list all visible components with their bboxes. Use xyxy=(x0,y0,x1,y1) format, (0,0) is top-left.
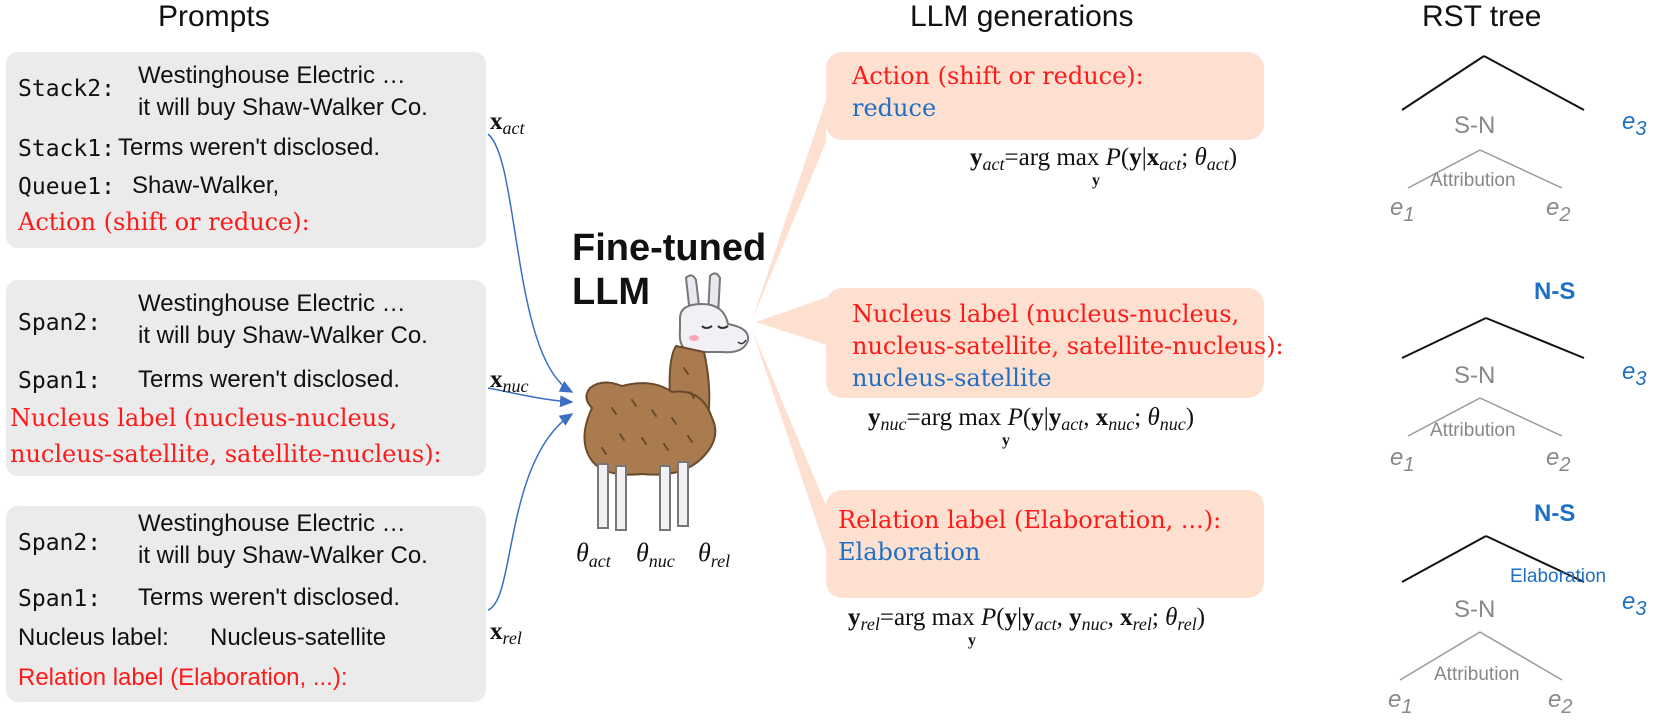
generation-prompt: nucleus-satellite, satellite-nucleus): xyxy=(852,332,1284,360)
generations-header: LLM generations xyxy=(910,0,1134,33)
generation-output: nucleus-satellite xyxy=(852,364,1052,392)
generation-prompt: Relation label (Elaboration, ...): xyxy=(838,506,1222,534)
generation-box-relation: Relation label (Elaboration, ...): Elabo… xyxy=(826,490,1264,598)
prompt-instruction: Action (shift or reduce): xyxy=(18,208,310,236)
formula-act: yact=arg max P(y|xact; θact) y xyxy=(970,144,1238,189)
formula-nuc: ynuc=arg max P(y|yact, xnuc; θnuc) y xyxy=(868,404,1195,449)
tree3-root-node: N-S xyxy=(1534,500,1576,527)
tree2-leaf-e1: e1 xyxy=(1390,444,1415,476)
tree3-inner-node: S-N xyxy=(1454,596,1496,623)
generation-box-action: Action (shift or reduce): reduce xyxy=(826,52,1264,140)
prompt-key: Span1: xyxy=(18,586,102,612)
prompt-key: Span2: xyxy=(18,310,102,336)
generation-output: reduce xyxy=(852,94,937,122)
prompt-value: Westinghouse Electric … xyxy=(138,290,406,317)
generation-output: Elaboration xyxy=(838,538,981,566)
prompt-key: Queue1: xyxy=(18,174,115,200)
prompts-header: Prompts xyxy=(158,0,270,33)
tree1-leaf-e3: e3 xyxy=(1622,108,1647,140)
prompt-key: Stack1: xyxy=(18,136,115,162)
tree1-leaf-e2: e2 xyxy=(1546,194,1571,226)
theta-act: θact xyxy=(576,538,611,571)
tree2-leaf-e3: e3 xyxy=(1622,358,1647,390)
prompt-box-relation: Span2: Westinghouse Electric … it will b… xyxy=(6,506,486,702)
prompt-value: Westinghouse Electric … xyxy=(138,510,406,537)
prompt-value: Terms weren't disclosed. xyxy=(138,584,401,611)
tree3-inner-relation: Attribution xyxy=(1434,664,1520,685)
prompt-instruction: nucleus-satellite, satellite-nucleus): xyxy=(10,440,442,468)
tree3-leaf-e3: e3 xyxy=(1622,588,1647,620)
tree2-leaf-e2: e2 xyxy=(1546,444,1571,476)
llama-illustration xyxy=(583,272,750,531)
tree1-inner-node: S-N xyxy=(1454,112,1496,139)
model-title-line2: LLM xyxy=(572,271,651,313)
prompt-value: it will buy Shaw-Walker Co. xyxy=(138,322,428,349)
theta-nuc: θnuc xyxy=(636,538,675,571)
input-x-nuc: xnuc xyxy=(490,366,529,396)
prompt-box-action: Stack2: Westinghouse Electric … it will … xyxy=(6,52,486,248)
model-title-line1: Fine-tuned xyxy=(572,227,767,269)
prompt-value: Terms weren't disclosed. xyxy=(138,366,401,393)
formula-rel: yrel=arg max P(y|yact, ynuc, xrel; θrel)… xyxy=(848,604,1206,649)
tree1-leaf-e1: e1 xyxy=(1390,194,1415,226)
tree2-root-node: N-S xyxy=(1534,278,1576,305)
prompt-value: Westinghouse Electric … xyxy=(138,62,406,89)
prompt-value: it will buy Shaw-Walker Co. xyxy=(138,542,428,569)
input-x-act: xact xyxy=(490,108,525,138)
input-x-rel: xrel xyxy=(490,618,522,648)
tree1-inner-relation: Attribution xyxy=(1430,170,1516,191)
theta-rel: θrel xyxy=(698,538,731,571)
prompt-key: Span2: xyxy=(18,530,102,556)
tree3-leaf-e1: e1 xyxy=(1388,686,1413,718)
tree3-leaf-e2: e2 xyxy=(1548,686,1573,718)
model-title: Fine-tuned LLM xyxy=(572,226,766,314)
prompt-value: Nucleus-satellite xyxy=(210,624,387,651)
generation-box-nucleus: Nucleus label (nucleus-nucleus, nucleus-… xyxy=(826,288,1284,398)
prompt-key: Nucleus label: xyxy=(18,624,169,651)
prompt-box-nucleus: Span2: Westinghouse Electric … it will b… xyxy=(6,280,486,476)
tree3-root-relation: Elaboration xyxy=(1510,566,1607,587)
prompt-value: Shaw-Walker, xyxy=(132,172,280,199)
prompt-value: it will buy Shaw-Walker Co. xyxy=(138,94,428,121)
arrow-rel xyxy=(487,413,574,611)
prompt-key: Stack2: xyxy=(18,76,115,102)
prompt-instruction: Nucleus label (nucleus-nucleus, xyxy=(10,404,398,432)
tree2-inner-node: S-N xyxy=(1454,362,1496,389)
generation-prompt: Action (shift or reduce): xyxy=(852,62,1144,90)
tree2-inner-relation: Attribution xyxy=(1430,420,1516,441)
prompt-value: Terms weren't disclosed. xyxy=(118,134,381,161)
prompt-key: Span1: xyxy=(18,368,102,394)
generation-prompt: Nucleus label (nucleus-nucleus, xyxy=(852,300,1240,328)
rst-tree-header: RST tree xyxy=(1422,0,1542,33)
arrow-act xyxy=(487,133,574,393)
prompt-instruction: Relation label (Elaboration, ...): xyxy=(18,664,348,691)
